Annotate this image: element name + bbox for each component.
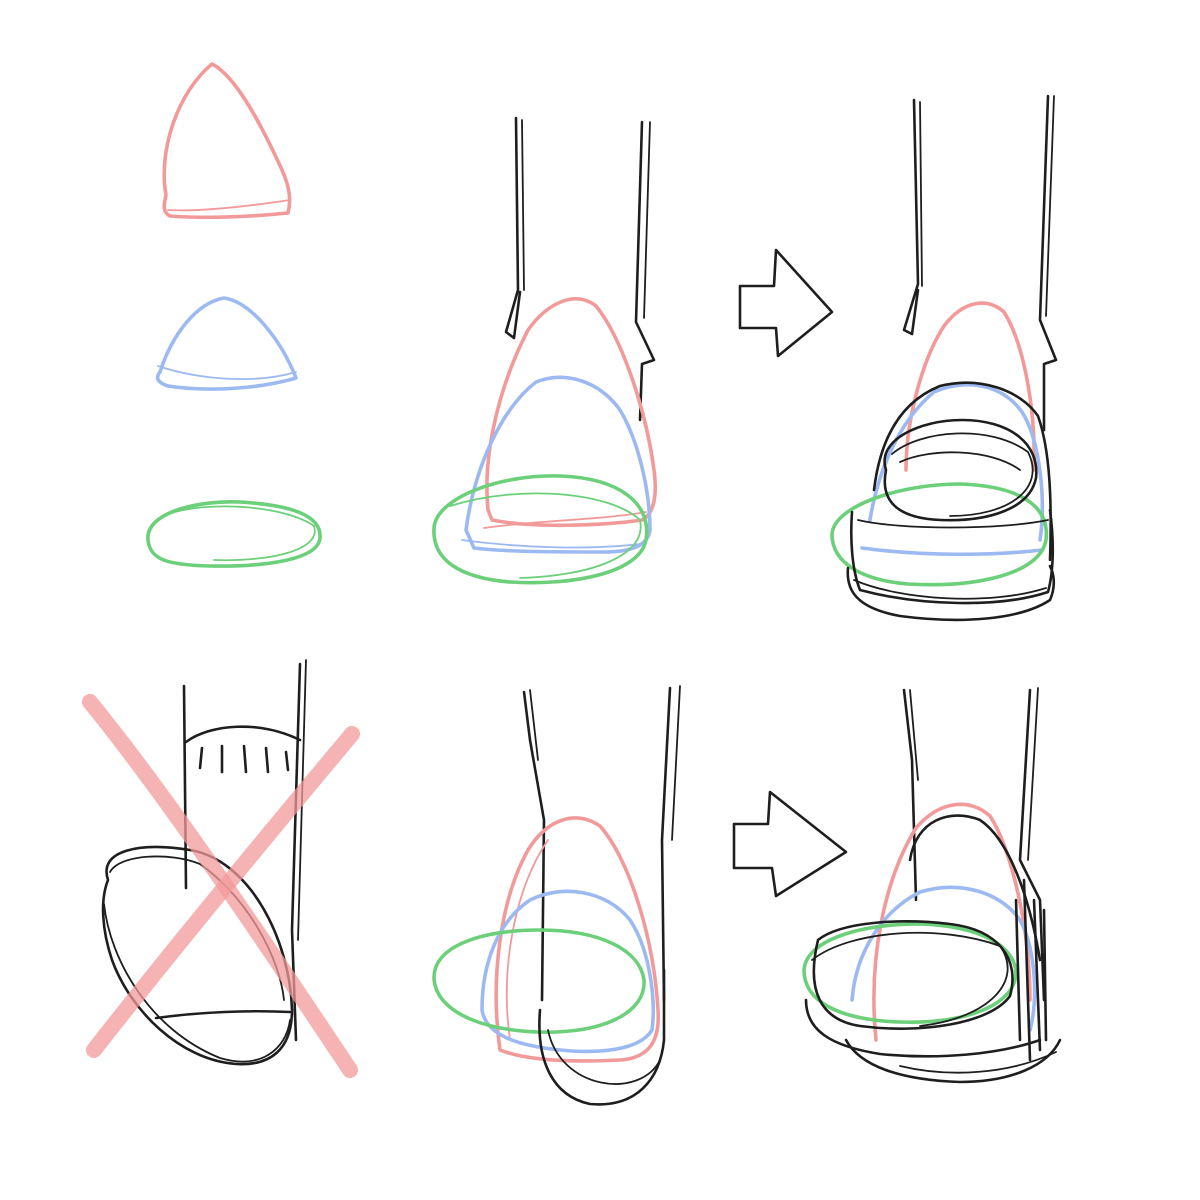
front-mid-wedge: [464, 375, 652, 554]
sole-oval-shape-retrace: [167, 505, 316, 562]
front-mid-wedge-retrace: [461, 539, 641, 549]
leg-line-right: [1018, 688, 1046, 1002]
leg-line-left: [902, 98, 920, 336]
angled-view-guides: [432, 685, 681, 1106]
leg-line-left-2: [919, 101, 923, 287]
shoe-welt: [857, 519, 1049, 529]
front-toe-wedge: [485, 297, 658, 528]
shoe-outline: [101, 845, 294, 1066]
angled-finished-shoe: [802, 687, 1062, 1084]
finished-toe-wedge: [872, 802, 1032, 1042]
shoe-opening-retrace: [811, 931, 1009, 1027]
shoe-heel-hatching: [1014, 878, 1048, 1062]
leg-line-right: [660, 686, 672, 1002]
front-sole-oval: [432, 474, 649, 585]
front-view-guides: [432, 116, 658, 585]
leg-line-left-2: [529, 689, 539, 761]
shoe-sole-retrace: [899, 1051, 1057, 1074]
shoe-sole-line: [154, 1009, 292, 1020]
shoe-toe-front: [849, 508, 1055, 605]
x-mark-icon: [82, 694, 360, 1078]
leg-line-left-2: [909, 689, 919, 781]
shoe-sole-retrace: [853, 579, 1047, 600]
leg-line-right: [634, 120, 656, 422]
heel-ink-retrace: [547, 1029, 661, 1085]
sole-oval-shape: [146, 499, 322, 568]
leg-line-right-2: [1027, 687, 1039, 861]
shoe-opening: [883, 418, 1038, 522]
sock-ribbing: [198, 744, 290, 774]
shoe-body: [872, 381, 1052, 562]
leg-line-left: [504, 116, 522, 340]
arrow-right-icon: [732, 790, 848, 898]
sock-cuff: [184, 725, 302, 744]
shape-legend: [146, 62, 322, 568]
x-mark-stroke-2: [86, 726, 360, 1058]
leg-line-left-2: [521, 119, 525, 291]
mid-wedge-shape: [155, 296, 298, 391]
leg-line-right-2: [671, 685, 681, 841]
leg-line-right: [290, 662, 302, 1042]
toe-wedge-shape-retrace: [167, 199, 291, 212]
shoe-toe-cap: [804, 998, 1042, 1058]
leg-line-right-2: [643, 121, 651, 319]
shoe-sole: [846, 564, 1056, 622]
front-sole-oval-retrace: [449, 492, 642, 579]
angled-mid-wedge: [480, 889, 655, 1054]
shoe-opening-retrace: [891, 432, 1034, 517]
front-toe-wedge-retrace: [483, 511, 647, 529]
leg-line-right: [1038, 94, 1058, 432]
shoe-sole: [844, 1038, 1062, 1084]
leg-line-left: [902, 688, 918, 902]
mid-wedge-shape-retrace: [157, 365, 297, 381]
finished-mid-wedge-base: [860, 546, 1044, 557]
x-mark-stroke-1: [82, 694, 358, 1078]
leg-line-left: [182, 684, 188, 890]
toe-wedge-shape: [162, 62, 292, 220]
angled-sole-oval: [432, 928, 646, 1034]
leg-line-right-2: [1045, 95, 1055, 317]
shoe-opening: [812, 920, 1014, 1030]
front-finished-shoe: [830, 94, 1058, 622]
heel-ink: [538, 968, 666, 1106]
finished-mid-wedge: [868, 382, 1045, 542]
shoe-tongue: [899, 451, 1021, 471]
leg-line-left: [522, 690, 546, 1002]
angled-toe-wedge: [494, 816, 661, 1063]
finished-sole-oval: [830, 482, 1049, 587]
shoe-outline-retrace: [103, 903, 291, 1063]
shoe-upper: [908, 814, 1042, 962]
arrow-right-icon: [738, 248, 834, 358]
finished-sole-oval: [802, 922, 1018, 1024]
